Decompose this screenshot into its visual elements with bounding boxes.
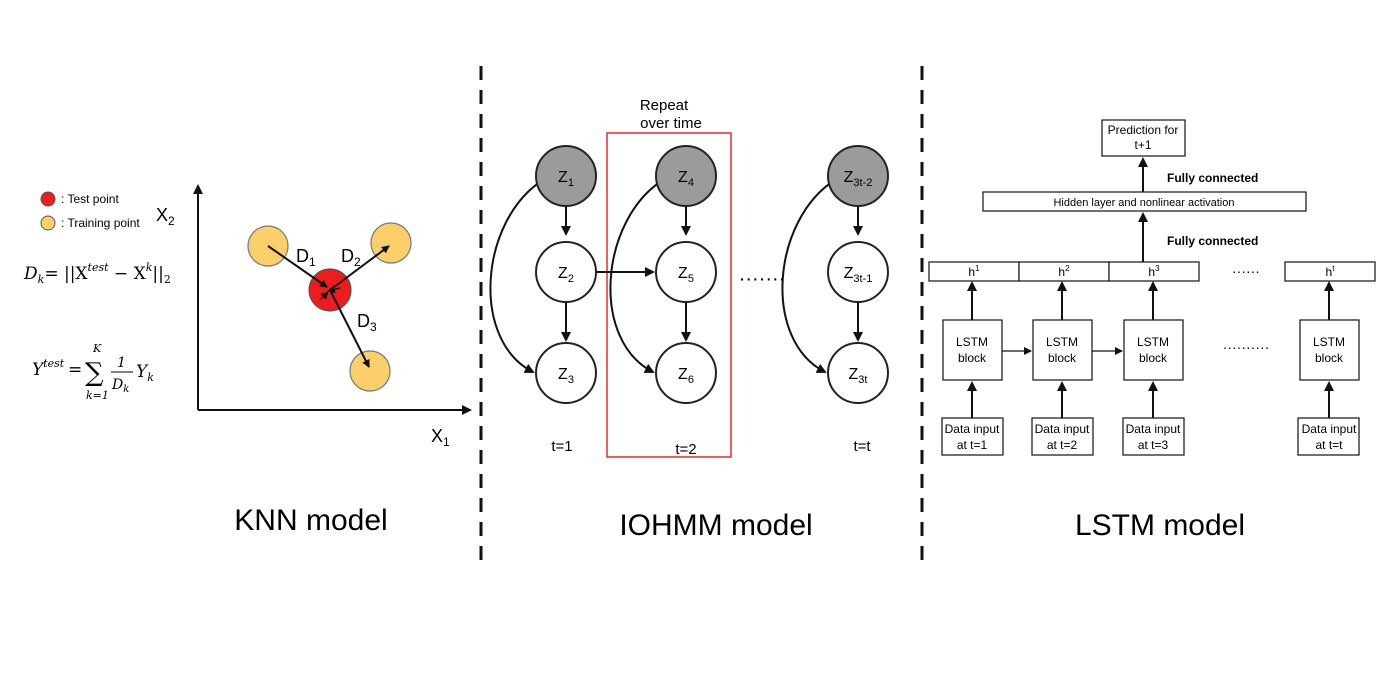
svg-text:Z2: Z2: [558, 265, 574, 285]
legend-test-marker: [40, 191, 56, 207]
h-cell-3: h3: [1108, 261, 1200, 282]
svg-text:Z3t-1: Z3t-1: [844, 265, 873, 285]
svg-text:block: block: [1315, 351, 1344, 365]
hidden-layer-box: [982, 191, 1307, 212]
svg-text:block: block: [958, 351, 987, 365]
legend-train-marker: [40, 215, 56, 231]
svg-text:Ytest: Ytest: [32, 357, 65, 380]
h-cell-2: h2: [1018, 261, 1110, 282]
h-cell-t: ht: [1284, 261, 1376, 282]
knn-panel: : Test point : Training point Dk= ||Xtes…: [23, 184, 472, 537]
svg-text:∑: ∑: [85, 358, 104, 388]
x-axis-label: X1: [431, 426, 450, 449]
svg-text:at t=1: at t=1: [957, 438, 988, 452]
svg-text:block: block: [1048, 351, 1077, 365]
svg-text:at t=2: at t=2: [1047, 438, 1078, 452]
knn-title: KNN model: [234, 504, 387, 537]
svg-text:LSTM: LSTM: [1137, 335, 1169, 349]
svg-text:Data input: Data input: [1035, 422, 1090, 436]
iohmm-panel: Repeat over time ······· Z1 Z2 Z3 Z4 Z5 …: [489, 97, 889, 542]
distance-label-1: D1: [296, 246, 316, 269]
distance-label-3: D3: [357, 311, 377, 334]
svg-text:h1: h1: [968, 264, 980, 279]
distance-arrow-3: [329, 289, 370, 368]
training-point-2: [370, 222, 412, 264]
data-input-3: Data input at t=3: [1122, 417, 1185, 456]
node-z3t: Z3t: [827, 342, 889, 404]
svg-text:Z1: Z1: [558, 169, 574, 189]
data-input-t: Data input at t=t: [1297, 417, 1360, 456]
svg-text:Z4: Z4: [678, 169, 694, 189]
svg-text:at t=t: at t=t: [1315, 438, 1343, 452]
node-z3t-1: Z3t-1: [827, 241, 889, 303]
distance-arrow-1: [267, 245, 328, 288]
node-z6: Z6: [655, 342, 717, 404]
distance-arrow-2: [329, 245, 390, 291]
svg-text:Z5: Z5: [678, 265, 694, 285]
node-z3t-2: Z3t-2: [827, 145, 889, 207]
repeat-box: [606, 132, 732, 458]
block-dots: ··········: [1223, 339, 1270, 355]
data-input-1: Data input at t=1: [941, 417, 1004, 456]
svg-text:h2: h2: [1058, 264, 1070, 279]
svg-text:h3: h3: [1148, 264, 1160, 279]
node-z2: Z2: [535, 241, 597, 303]
time-label-2: t=2: [675, 441, 696, 458]
repeat-label-line2: over time: [640, 115, 702, 132]
time-label-1: t=1: [551, 438, 572, 455]
svg-text:LSTM: LSTM: [1313, 335, 1345, 349]
lstm-block-t: LSTM block: [1299, 319, 1360, 381]
svg-text:LSTM: LSTM: [956, 335, 988, 349]
node-z1: Z1: [535, 145, 597, 207]
lstm-panel: Prediction for t+1 Fully connected Hidde…: [928, 119, 1376, 542]
lstm-title: LSTM model: [1075, 509, 1245, 542]
svg-text:Dk: Dk: [111, 377, 129, 395]
lstm-block-1: LSTM block: [942, 319, 1003, 381]
hidden-layer-label: Hidden layer and nonlinear activation: [1053, 197, 1234, 209]
iohmm-dots: ·······: [739, 268, 786, 290]
iohmm-title: IOHMM model: [619, 509, 812, 542]
svg-text:Yk: Yk: [136, 362, 154, 384]
svg-text:Z3t-2: Z3t-2: [844, 169, 873, 189]
svg-text:LSTM: LSTM: [1046, 335, 1078, 349]
legend-train-label: : Training point: [61, 216, 140, 230]
lstm-block-3: LSTM block: [1123, 319, 1184, 381]
svg-text:Data input: Data input: [1302, 422, 1357, 436]
distance-label-2: D2: [341, 246, 361, 269]
fully-connected-bottom: Fully connected: [1167, 234, 1258, 248]
svg-text:K: K: [92, 342, 102, 355]
svg-text:Data input: Data input: [945, 422, 1000, 436]
prediction-label-1: Prediction for: [1108, 123, 1179, 137]
h-cell-1: h1: [928, 261, 1020, 282]
node-z3: Z3: [535, 342, 597, 404]
data-input-2: Data input at t=2: [1031, 417, 1094, 456]
lstm-block-2: LSTM block: [1032, 319, 1093, 381]
svg-text:Data input: Data input: [1126, 422, 1181, 436]
svg-text:k=1: k=1: [86, 389, 109, 402]
node-z4: Z4: [655, 145, 717, 207]
prediction-box: [1101, 119, 1186, 157]
svg-text:at t=3: at t=3: [1138, 438, 1169, 452]
svg-text:Z3: Z3: [558, 366, 574, 386]
time-label-t: t=t: [853, 438, 871, 455]
svg-text:block: block: [1139, 351, 1168, 365]
svg-text:Z6: Z6: [678, 366, 694, 386]
training-point-3: [349, 350, 391, 392]
svg-text:=: =: [68, 360, 82, 380]
h-dots: ······: [1232, 263, 1260, 279]
prediction-label-2: t+1: [1134, 138, 1151, 152]
fully-connected-top: Fully connected: [1167, 171, 1258, 185]
repeat-label-line1: Repeat: [640, 97, 689, 114]
distance-equation: Dk= ||Xtest − Xk||2: [23, 261, 171, 286]
node-z5: Z5: [655, 241, 717, 303]
svg-text:ht: ht: [1326, 264, 1336, 279]
y-axis-label: X2: [156, 205, 175, 228]
svg-text:Z3t: Z3t: [849, 366, 868, 386]
svg-text:1: 1: [117, 355, 126, 371]
prediction-equation: Ytest = ∑ K k=1 1 Dk Yk: [32, 342, 154, 402]
legend-test-label: : Test point: [61, 192, 119, 206]
